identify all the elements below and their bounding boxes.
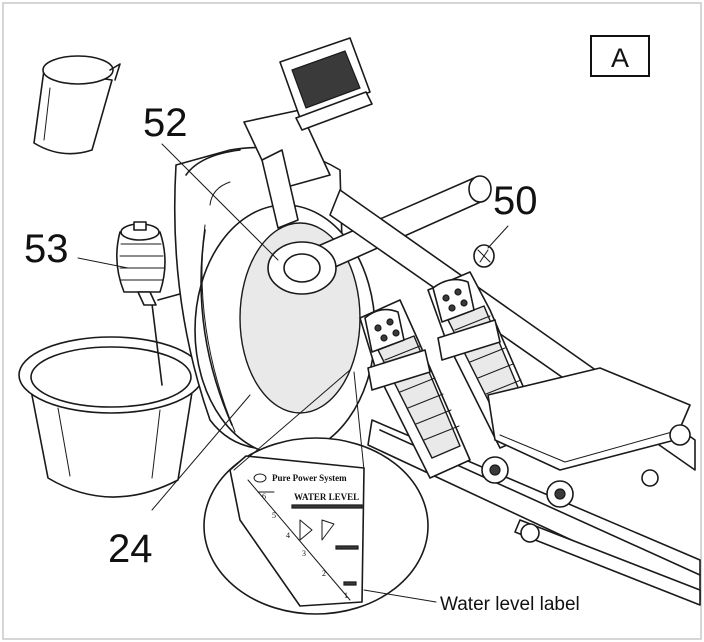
water-level-caption: Water level label bbox=[440, 594, 580, 615]
callout-53: 53 bbox=[24, 227, 69, 271]
callout-24: 24 bbox=[108, 527, 153, 571]
tank-plug-icon bbox=[473, 244, 495, 268]
footrest-left-icon bbox=[359, 299, 471, 479]
level-mark-3: 3 bbox=[302, 549, 306, 558]
leader-lines bbox=[77, 143, 509, 603]
callout-50: 50 bbox=[493, 179, 538, 223]
level-mark-5: 5 bbox=[272, 511, 276, 520]
level-mark-2: 2 bbox=[322, 569, 326, 578]
water-bucket-icon bbox=[18, 336, 204, 498]
panel-label: A bbox=[611, 43, 629, 73]
water-level-inset: Pure Power System WATER LEVEL 6 5 4 3 2 … bbox=[203, 437, 429, 615]
callout-52: 52 bbox=[143, 101, 188, 145]
level-mark-4: 4 bbox=[286, 531, 290, 540]
panel-label-box: A bbox=[590, 35, 650, 77]
measuring-cup-icon bbox=[33, 55, 121, 155]
inset-brand: Pure Power System bbox=[272, 473, 347, 483]
monitor-icon bbox=[243, 37, 373, 229]
inset-heading: WATER LEVEL bbox=[294, 492, 359, 502]
seat-icon bbox=[481, 367, 691, 508]
level-mark-6: 6 bbox=[262, 492, 266, 501]
